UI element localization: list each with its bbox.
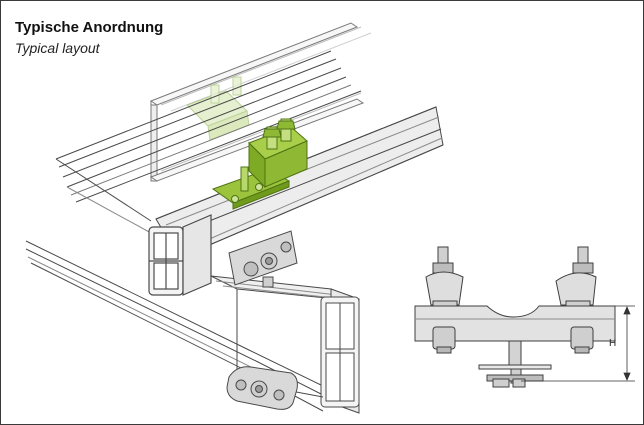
clamp-detail-view — [414, 246, 616, 388]
diagram-subtitle: Typical layout — [15, 40, 100, 56]
dimension-h: H — [521, 305, 635, 382]
caption-block: Typische Anordnung Typical layout — [15, 19, 163, 57]
rail-connector — [228, 230, 298, 288]
beam-clamp — [211, 118, 308, 210]
dimension-label: H — [609, 338, 616, 349]
diagram-title: Typische Anordnung — [15, 19, 164, 36]
upper-rail — [55, 50, 444, 259]
upper-rail-end-profile — [148, 214, 212, 296]
lower-connector — [226, 366, 298, 410]
